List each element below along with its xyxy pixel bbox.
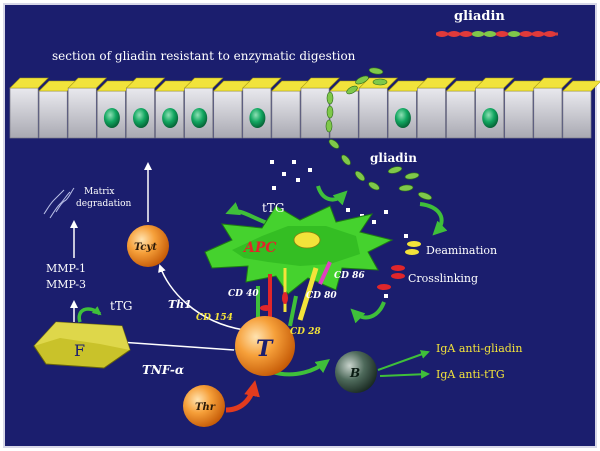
- t-cell: [235, 316, 295, 376]
- deamination-label: Deamination: [426, 244, 497, 257]
- apc-label: APC: [242, 240, 277, 256]
- cell-nucleus: [162, 108, 179, 128]
- cell-nucleus: [482, 108, 499, 128]
- cell-nucleus: [191, 108, 208, 128]
- epithelial-cell: [38, 90, 68, 139]
- cd86-receptor: [318, 261, 332, 285]
- b-cell: [335, 351, 377, 393]
- b-cell-output-arrows: [377, 350, 430, 379]
- gliadin-fragments: [325, 67, 432, 200]
- f-cell-label: F: [74, 341, 85, 360]
- epithelial-cell-top: [183, 77, 224, 89]
- crosslinking-label: Crosslinking: [408, 272, 478, 285]
- labels: gliadin section of gliadin resistant to …: [46, 9, 522, 413]
- apc-nucleus: [293, 231, 321, 249]
- ttg-center-label: tTG: [262, 201, 284, 215]
- epithelial-cell-top: [9, 77, 49, 89]
- receptors: [256, 261, 332, 327]
- t-cell-label: T: [256, 336, 274, 362]
- white-arrows: [70, 162, 245, 351]
- gliadin-mid-label: gliadin: [370, 151, 417, 165]
- arrow-crosslinking: [350, 301, 386, 324]
- b-cell-label: B: [349, 366, 360, 380]
- epithelial-cell: [504, 90, 534, 139]
- epithelial-cell-top: [125, 77, 166, 89]
- cell-nucleus: [103, 108, 120, 128]
- epithelial-layer: [9, 77, 600, 139]
- tnf-alpha-label: TNF-α: [142, 363, 184, 377]
- matrix-label-line1: Matrix: [84, 187, 114, 197]
- cell-nucleus: [249, 108, 266, 128]
- cd28-label: CD 28: [290, 327, 321, 337]
- epithelial-cell-top: [562, 80, 600, 92]
- epithelial-cell: [446, 90, 475, 139]
- epithelial-cell: [67, 87, 97, 139]
- arrow-deamination: [419, 202, 448, 236]
- arrow-ttg-fibroblast: [77, 306, 102, 323]
- cd80-label: CD 80: [306, 291, 337, 301]
- epithelial-cell: [9, 87, 39, 139]
- th1-label: Th1: [168, 298, 192, 311]
- epithelial-cell: [329, 90, 359, 139]
- matrix-label-line2: degradation: [76, 199, 132, 209]
- epithelial-cell: [417, 87, 446, 139]
- gliadin-legend-chain: [436, 31, 558, 37]
- epithelial-cell: [271, 90, 301, 139]
- cd86-label: CD 86: [334, 271, 365, 281]
- resistant-section-label: section of gliadin resistant to enzymati…: [52, 49, 356, 63]
- epithelial-cell: [562, 90, 592, 139]
- epithelial-cell-top: [474, 77, 515, 89]
- epithelial-cell: [533, 87, 563, 139]
- apc-cell: [204, 205, 394, 295]
- arrow-thr-to-t: [225, 380, 260, 413]
- cd40-label: CD 40: [228, 289, 259, 299]
- tcyt-label: Tcyt: [134, 242, 157, 253]
- thr-cell: [183, 385, 225, 427]
- matrix-degradation-squiggles: [43, 187, 75, 219]
- gliadin-legend-label: gliadin: [454, 9, 505, 24]
- epithelial-cell-top: [67, 77, 108, 89]
- cd80-receptor: [297, 267, 319, 321]
- deamination-markers: [377, 234, 421, 298]
- tcyt-cell: [127, 225, 169, 267]
- iga-anti-ttg-label: IgA anti-tTG: [436, 368, 505, 381]
- ttg-left-label: tTG: [110, 299, 132, 313]
- epithelial-cell: [300, 87, 330, 139]
- mmp1-label: MMP-1: [46, 262, 86, 275]
- epithelial-cell-top: [300, 77, 340, 89]
- iga-anti-gliadin-label: IgA anti-gliadin: [436, 342, 522, 355]
- cell-nucleus: [394, 108, 411, 128]
- arrow-gliadin-entry: [316, 185, 348, 206]
- arrow-t-to-tcyt: [158, 264, 245, 331]
- arrow-t-to-f: [118, 338, 235, 351]
- epithelial-cell: [213, 90, 243, 139]
- epithelial-cell-top: [533, 77, 573, 89]
- epithelial-cell-top: [416, 77, 457, 89]
- mmp3-label: MMP-3: [46, 278, 86, 291]
- cell-nucleus: [133, 108, 149, 128]
- fibroblast-cell: [33, 321, 131, 369]
- thr-label: Thr: [195, 402, 216, 413]
- epithelial-cell: [358, 87, 388, 139]
- epithelial-cell-top: [242, 77, 282, 89]
- cd154-label: CD 154: [196, 313, 233, 323]
